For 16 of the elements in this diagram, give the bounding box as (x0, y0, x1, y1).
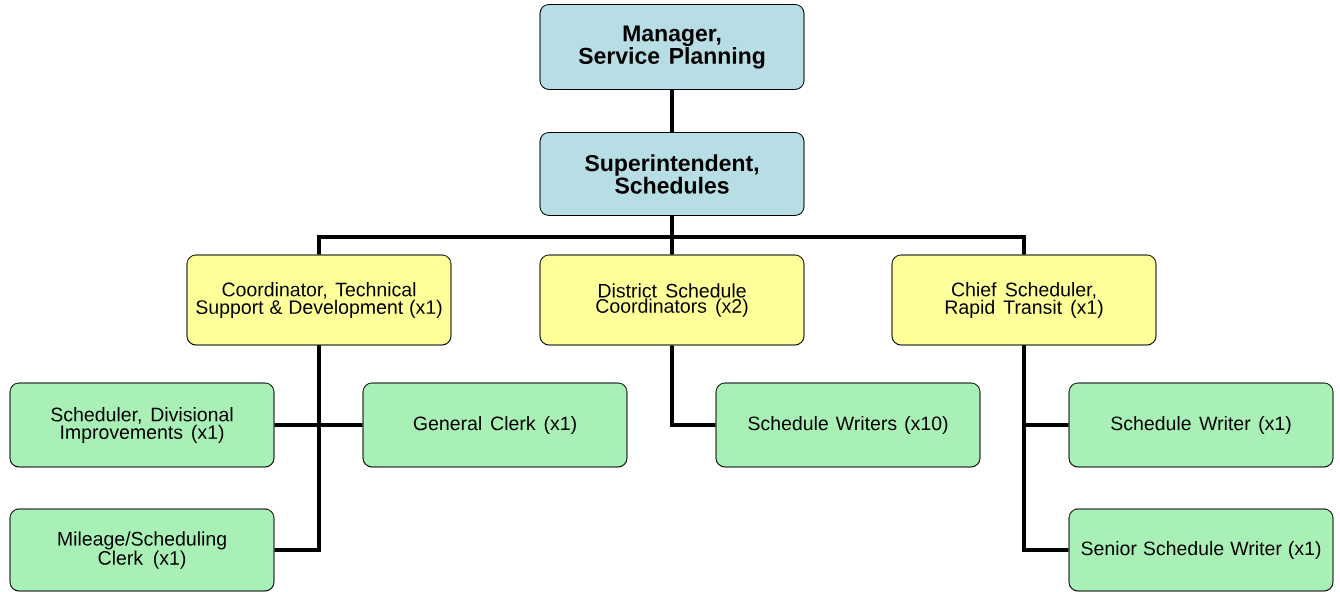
connector-line (670, 345, 716, 427)
title-box: Manager, Service Planning (539, 4, 805, 90)
role-box: Scheduler, Divisional Improvements (x1) (9, 382, 275, 468)
role-box: Schedule Writer (x1) (1068, 382, 1334, 468)
connector-line (1022, 345, 1069, 552)
role-box: District Schedule Coordinators (x2) (539, 254, 805, 346)
role-box: Mileage/Scheduling Clerk (x1) (9, 508, 275, 592)
role-box: General Clerk (x1) (362, 382, 628, 468)
title-box: Superintendent, Schedules (539, 132, 805, 216)
role-box: Senior Schedule Writer (x1) (1068, 508, 1334, 592)
role-box: Chief Scheduler, Rapid Transit (x1) (891, 254, 1157, 346)
connector-line (670, 216, 1026, 255)
role-box: Coordinator, Technical Support & Development (x1) (186, 254, 452, 346)
connector-line (670, 90, 674, 132)
role-box: Schedule Writers (x10) (715, 382, 981, 468)
connector-line (274, 345, 321, 552)
